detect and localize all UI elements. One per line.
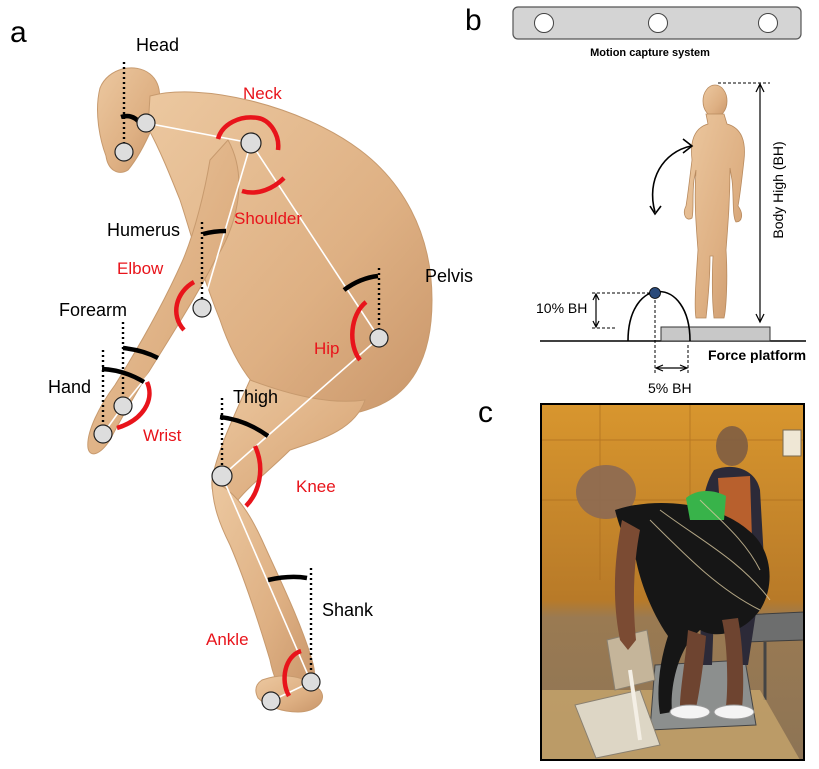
force-platform (661, 327, 770, 341)
label-hand: Hand (48, 377, 91, 397)
motion-arrow (650, 139, 692, 214)
label-wrist: Wrist (143, 426, 182, 445)
elbow-marker (193, 299, 211, 317)
panel-c-letter: c (478, 396, 493, 429)
experiment-photo (541, 404, 804, 760)
panel-a-letter: a (10, 16, 27, 49)
label-shank: Shank (322, 600, 374, 620)
label-thigh: Thigh (233, 387, 278, 407)
label-head: Head (136, 35, 179, 55)
label-hip: Hip (314, 339, 340, 358)
body-height-label: Body High (BH) (770, 141, 786, 238)
target-marker (650, 288, 661, 299)
human-figure-standing (684, 85, 744, 318)
panel-a: a (10, 16, 473, 712)
head-top-marker (137, 114, 155, 132)
mocap-label: Motion capture system (590, 47, 710, 59)
camera-icon (649, 14, 668, 33)
label-shoulder: Shoulder (234, 209, 302, 228)
motion-capture-device (513, 7, 801, 39)
camera-icon (759, 14, 778, 33)
label-ankle: Ankle (206, 630, 249, 649)
label-forearm: Forearm (59, 300, 127, 320)
ankle-marker (302, 673, 320, 691)
knee-marker (212, 466, 232, 486)
height-dimension (592, 293, 650, 328)
hip-marker (370, 329, 388, 347)
hand-marker (94, 425, 112, 443)
panel-b: b Motion capture system Body High (BH) (465, 4, 806, 396)
height-label: 10% BH (536, 300, 587, 316)
camera-icon (535, 14, 554, 33)
toe-marker (262, 692, 280, 710)
force-platform-label: Force platform (708, 347, 806, 363)
wrist-marker (114, 397, 132, 415)
panel-c: c (478, 396, 804, 760)
neck-marker (241, 133, 261, 153)
label-neck: Neck (243, 84, 282, 103)
distance-label: 5% BH (648, 380, 692, 396)
label-knee: Knee (296, 477, 336, 496)
label-humerus: Humerus (107, 220, 180, 240)
label-pelvis: Pelvis (425, 266, 473, 286)
panel-b-letter: b (465, 4, 482, 37)
label-elbow: Elbow (117, 259, 164, 278)
head-low-marker (115, 143, 133, 161)
